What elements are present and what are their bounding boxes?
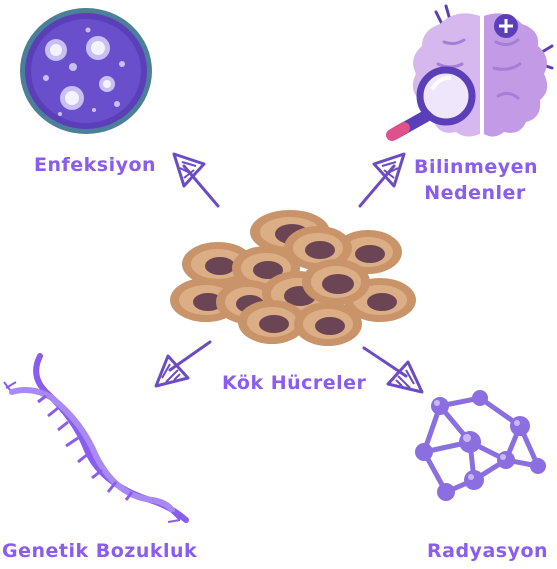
stem-cells-icon bbox=[170, 210, 416, 346]
label-genetic: Genetik Bozukluk bbox=[2, 540, 198, 562]
label-unknown-causes: Bilinmeyen Nedenler bbox=[414, 154, 539, 206]
arrow-to-infection bbox=[172, 152, 220, 208]
arrow-to-genetic bbox=[154, 340, 212, 388]
label-infection: Enfeksiyon bbox=[34, 154, 157, 176]
brain-magnifier-icon bbox=[386, 4, 554, 141]
molecule-icon bbox=[415, 390, 546, 501]
label-unknown-line2: Nedenler bbox=[424, 182, 526, 204]
dna-helix-icon bbox=[3, 353, 189, 523]
arrow-to-radiation bbox=[362, 346, 424, 394]
petri-dish-icon bbox=[20, 8, 152, 134]
arrow-to-unknown bbox=[358, 152, 406, 208]
label-unknown-line1: Bilinmeyen bbox=[414, 156, 539, 178]
label-radiation: Radyasyon bbox=[427, 540, 549, 562]
label-stem-cells: Kök Hücreler bbox=[222, 372, 367, 394]
